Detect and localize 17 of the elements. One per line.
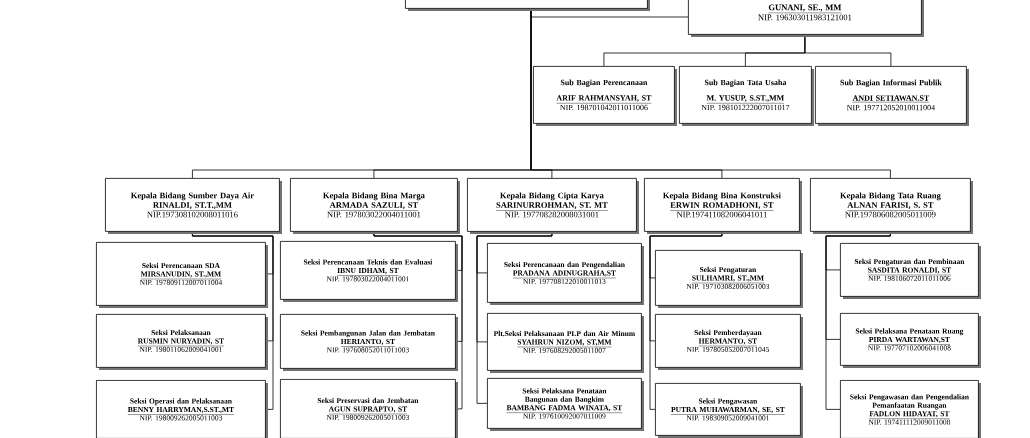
position-box: [405, 0, 650, 11]
connector-line: [649, 231, 723, 410]
position-box: Sub Bagian Perencanaan ARIF RAHMANSYAH, ST NIP. 198701042011011006: [533, 66, 677, 126]
position-box: Kepala Bidang Cipta Karya SARINURROHMAN, ST. MT NIP. 197708282008031001: [467, 178, 639, 234]
connector-line: [192, 231, 274, 410]
position-box: GUNANI, SE., MM NIP. 196303011983121001: [688, 0, 924, 37]
connector-line: [530, 8, 891, 179]
connector-line: [804, 34, 892, 67]
position-box: Kepala Bidang Sumber Daya Air RINALDI, ST.T.,MM NIP.197308102008011016: [105, 178, 282, 234]
connector-line: [373, 231, 463, 410]
position-box: Kepala Bidang Bina Marga ARMADA SAZULI, ST NIP. 197803022004011001: [290, 178, 460, 234]
position-box: Kepala Bidang Bina Konstruksi ERWIN ROMADHONI, ST NIP.197411082006041011: [644, 178, 802, 234]
position-box: Kepala Bidang Tata Ruang ALNAN FARISI, S. ST NIP.197806082005011009: [810, 178, 973, 234]
position-box: Sub Bagian Informasi Publik ANDI SETIAWAN.ST NIP. 197712052010011004: [815, 66, 969, 126]
position-box: Sub Bagian Tata Usaha M. YUSUP, S.ST.,MM NIP. 198101222007011017: [679, 66, 814, 126]
connector-line: [825, 231, 891, 410]
connector-line: [476, 231, 553, 404]
